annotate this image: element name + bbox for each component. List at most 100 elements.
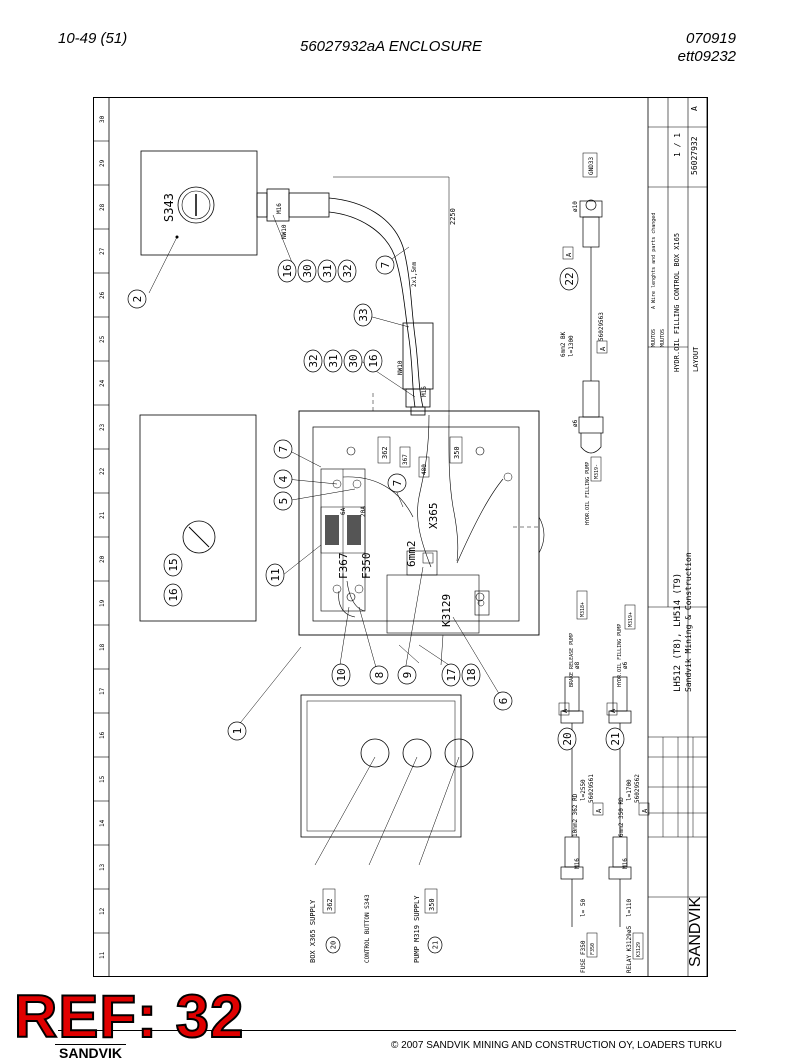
balloon-1: 1: [227, 721, 247, 741]
grid-label: 28: [99, 203, 106, 211]
balloon-20: 20: [325, 936, 341, 954]
balloon-7: 7: [375, 255, 395, 275]
balloon-16: 16: [163, 583, 183, 607]
cable22-length: l=1300: [568, 335, 575, 357]
grid-label: 12: [99, 907, 106, 915]
balloon-16: 16: [277, 259, 297, 283]
balloon-number: 16: [367, 354, 380, 367]
grid-label: 30: [99, 115, 106, 123]
box-supply-number: 362: [326, 898, 334, 911]
grid-label: 22: [99, 467, 106, 475]
title-block-number: 56027932: [690, 136, 699, 175]
grid-label: 20: [99, 555, 106, 563]
balloon-32: 32: [303, 349, 323, 373]
balloon-18: 18: [461, 663, 481, 687]
title-block-revision: A: [690, 106, 699, 111]
balloon-number: 30: [347, 354, 360, 367]
switch-plate: [300, 694, 474, 866]
balloon-number: 17: [445, 668, 458, 681]
grid-label: 13: [99, 863, 106, 871]
cover-plate-left: [139, 414, 257, 622]
grid-label: 17: [99, 687, 106, 695]
control-button-label: CONTROL BUTTON S343: [364, 894, 371, 963]
title-block-mod1: MUUTOS: [651, 329, 657, 347]
balloon-5: 5: [273, 491, 293, 511]
revision-marker: A: [641, 808, 649, 813]
hydr-pump-plus-label: HYDR.OIL FILLING PUMP: [617, 624, 623, 687]
document-code-date: 070919: [685, 30, 736, 47]
length-2250-label: 2250: [449, 208, 457, 225]
revision-markers: A A A A A A: [558, 246, 650, 816]
grid-label: 25: [99, 335, 106, 343]
cable21-spec: 6mm2 350 RD: [618, 797, 625, 837]
balloon-10: 10: [331, 663, 351, 687]
grid-label: 11: [99, 951, 106, 959]
title-block-company: Sandvik Mining & Construction: [684, 552, 693, 692]
wire-number-367: 367: [402, 454, 409, 465]
grid-label: 23: [99, 423, 106, 431]
balloon-number: 9: [401, 672, 414, 679]
cable22-diameter-top: ø10: [572, 201, 579, 212]
s343-label: S343: [162, 193, 176, 222]
title-block-title-2: LAYOUT: [692, 346, 700, 372]
balloon-number: 33: [357, 308, 370, 321]
balloon-21: 21: [605, 727, 625, 751]
cable21-diameter: ø6: [622, 661, 629, 669]
cable21-length: l=1700: [626, 779, 633, 801]
box-supply-label: BOX X365 SUPPLY: [309, 899, 317, 963]
m16-label-top: M16: [276, 203, 283, 214]
wire-number-350: 350: [453, 446, 461, 459]
wire-number-480: 480: [421, 464, 428, 475]
balloon-number: 30: [301, 264, 314, 277]
balloon-number: 8: [373, 672, 386, 679]
grid-label: 27: [99, 247, 106, 255]
pump-supply-label: PUMP M319 SUPPLY: [413, 895, 421, 963]
balloon-number: 1: [231, 728, 244, 735]
balloon-number: 6: [497, 698, 510, 705]
wire-numbers: 362 367 480 350: [377, 436, 463, 478]
balloon-number: 21: [609, 732, 622, 745]
balloon-number: 16: [167, 588, 180, 601]
balloon-number: 5: [277, 498, 290, 505]
cable20-part: 56029561: [588, 774, 595, 803]
balloon-number: 18: [465, 668, 478, 681]
grid-label: 18: [99, 643, 106, 651]
page-reference: 10-49 (51): [58, 30, 128, 47]
cable22-spec: 6mm2 BK: [560, 331, 567, 357]
nw10-label-top: NW10: [281, 224, 288, 239]
balloon-number: 20: [561, 732, 574, 745]
k3129-label: K3129: [440, 594, 453, 627]
nw10-label-bottom: NW10: [397, 360, 404, 375]
cable-22: [578, 199, 604, 454]
grid-label: 16: [99, 731, 106, 739]
relay-lead-diameter: ø5: [626, 925, 633, 933]
balloon-number: 10: [335, 668, 348, 681]
grid-label: 15: [99, 775, 106, 783]
revision-marker: A: [561, 708, 569, 713]
cable21-thread: M16: [622, 858, 629, 869]
relay-lead-length: l=110: [626, 899, 633, 917]
balloon-22: 22: [559, 267, 579, 291]
balloon-20: 20: [557, 727, 577, 751]
wire-number-362: 362: [381, 446, 389, 459]
balloon-number: 11: [269, 568, 282, 581]
f367-label: F367: [337, 553, 350, 580]
grid-label: 19: [99, 599, 106, 607]
title-block-sheet: 1 / 1: [673, 133, 682, 157]
brake-pump-label: BRAKE RELEASE PUMP: [569, 633, 575, 687]
balloon-21: 21: [427, 936, 443, 954]
title-block-mod1-text: A Wire lenghts and parts changed: [651, 213, 657, 309]
fuse-f350-label: FUSE F350: [580, 940, 587, 973]
cable20-diameter: ø8: [574, 661, 581, 669]
balloon-8: 8: [369, 665, 389, 685]
balloon-number: 7: [277, 446, 290, 453]
title-block-brand: SANDVIK: [687, 896, 704, 967]
cable-spec-label: 2x1,5mm: [411, 261, 418, 287]
title-block-title-1: HYDR.OIL FILLING CONTROL BOX X165: [673, 233, 681, 372]
revision-marker: A: [609, 708, 617, 713]
x365-label: X365: [427, 503, 440, 530]
title-block-mod2: MUUTOS: [660, 329, 666, 347]
footer-rule: [58, 1030, 736, 1031]
balloon-number: 21: [432, 941, 440, 949]
